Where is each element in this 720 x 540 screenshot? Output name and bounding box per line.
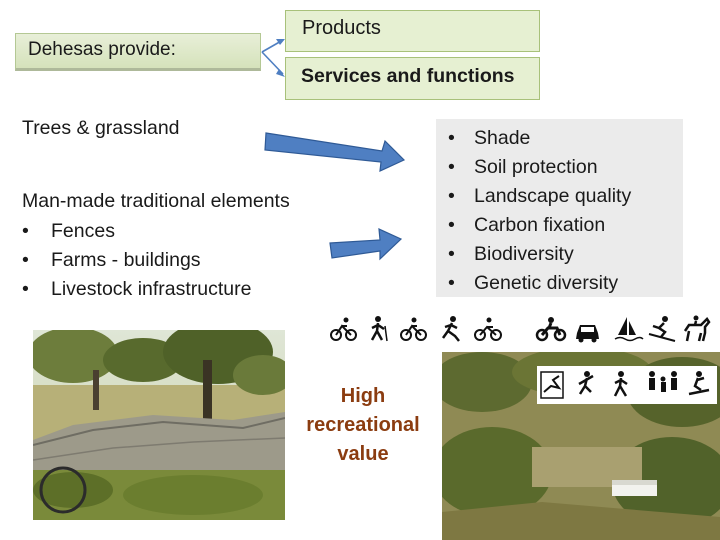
dehesas-label: Dehesas provide: — [28, 39, 176, 60]
recreation-line: recreational — [306, 414, 420, 436]
services-box — [285, 57, 540, 100]
list-item: • Landscape quality — [448, 182, 631, 210]
bullet: • — [448, 272, 455, 294]
list-item-label: Farms - buildings — [51, 249, 201, 271]
bullet: • — [448, 127, 455, 149]
bullet: • — [448, 243, 455, 265]
list-item-label: Carbon fixation — [474, 214, 606, 236]
list-item-label: Livestock infrastructure — [51, 278, 252, 300]
photo-stone-wall — [33, 330, 285, 520]
cycling-icon — [400, 317, 427, 341]
rock-climbing-icon — [540, 371, 564, 399]
sailing-icon — [614, 317, 644, 342]
arrow-to-services — [261, 51, 285, 77]
running-icon — [441, 316, 460, 342]
climbing-icon — [578, 371, 594, 395]
cycling-icon — [330, 317, 357, 341]
list-item: • Genetic diversity — [448, 269, 618, 297]
mountain-bike-icon — [474, 317, 502, 341]
hiking-icon — [370, 316, 388, 342]
list-item-label: Genetic diversity — [474, 272, 619, 294]
arrow-trees-to-services — [264, 132, 406, 172]
skiing-icon — [648, 316, 676, 342]
recreation-line: value — [337, 443, 389, 465]
list-item: • Farms - buildings — [22, 248, 252, 277]
list-item: • Fences — [22, 219, 252, 248]
list-item-label: Soil protection — [474, 156, 598, 178]
list-item-label: Fences — [51, 220, 115, 242]
list-item: • Shade — [448, 124, 530, 152]
activity-icons-row — [330, 315, 711, 343]
manmade-list: • Fences • Farms - buildings • Livestock in… — [22, 219, 252, 306]
bullet: • — [448, 185, 455, 207]
arrow-manmade-to-services — [329, 228, 403, 261]
bullet: • — [22, 220, 29, 242]
horse-riding-icon — [683, 315, 711, 342]
bullet: • — [22, 249, 29, 271]
manmade-heading: Man-made traditional elements — [22, 190, 290, 212]
dehesas-box — [15, 33, 261, 71]
bullet: • — [448, 156, 455, 178]
hiking-icon — [613, 371, 628, 397]
services-list: • Shade • Soil protection • Landscape quali… — [436, 119, 683, 297]
arrow-to-products — [261, 39, 285, 53]
list-item: • Livestock infrastructure — [22, 277, 252, 306]
bullet: • — [22, 278, 29, 300]
activity-icons-row-2 — [537, 366, 717, 404]
list-item: • Carbon fixation — [448, 211, 605, 239]
family-icon — [649, 371, 677, 392]
snowboard-icon — [688, 371, 710, 396]
recreation-line: High — [340, 385, 386, 407]
products-label: Products — [302, 17, 381, 39]
list-item-label: Biodiversity — [474, 243, 574, 265]
car-icon — [576, 325, 599, 343]
trees-grassland-label: Trees & grassland — [22, 117, 180, 139]
motorbike-icon — [535, 317, 567, 342]
list-item: • Biodiversity — [448, 240, 574, 268]
list-item: • Soil protection — [448, 153, 598, 181]
services-label: Services and functions — [301, 65, 515, 87]
recreation-label: High recreational value — [298, 382, 428, 469]
bullet: • — [448, 214, 455, 236]
list-item-label: Landscape quality — [474, 185, 632, 207]
list-item-label: Shade — [474, 127, 531, 149]
products-box — [285, 10, 540, 52]
